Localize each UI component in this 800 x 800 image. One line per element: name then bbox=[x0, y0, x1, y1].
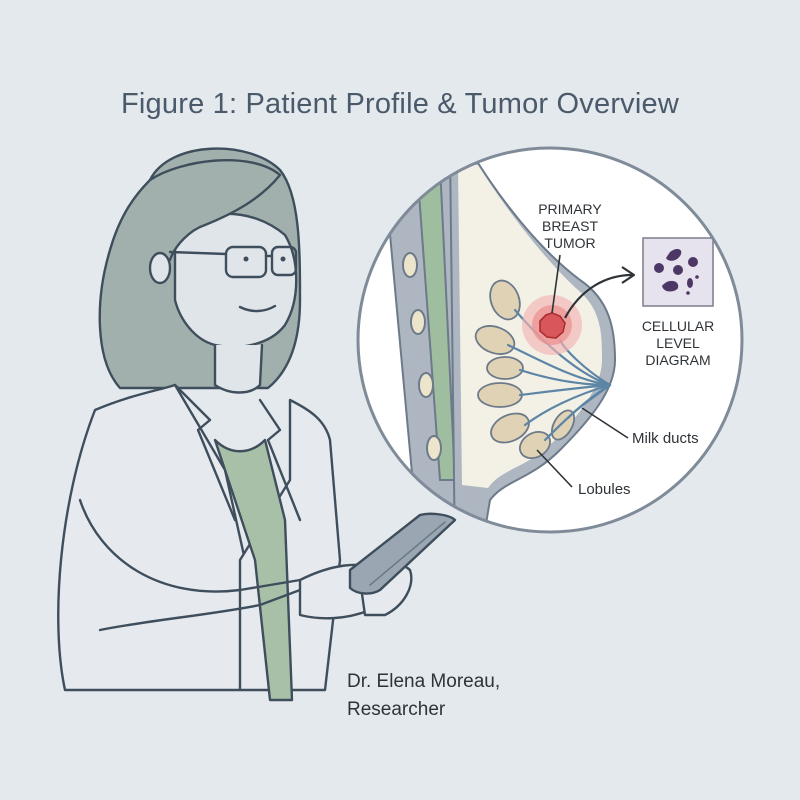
tumor-leader bbox=[551, 254, 561, 314]
tumor-label-line2: BREAST bbox=[541, 218, 598, 234]
shirt bbox=[213, 438, 294, 702]
lobules-label: Lobules bbox=[578, 481, 631, 498]
milk-ducts bbox=[506, 308, 612, 442]
cells-icon bbox=[654, 249, 699, 295]
researcher-caption: Dr. Elena Moreau, Researcher bbox=[347, 668, 500, 724]
ducts-leader bbox=[581, 407, 629, 439]
face bbox=[173, 212, 298, 348]
researcher-name: Dr. Elena Moreau, bbox=[347, 671, 501, 692]
cellular-label-line1: CELLULAR bbox=[641, 318, 715, 334]
tumor-icon bbox=[539, 312, 566, 339]
arm bbox=[78, 498, 302, 593]
tablet-icon bbox=[348, 512, 457, 595]
ducts-label: Milk ducts bbox=[632, 430, 699, 447]
tumor-label-line1: PRIMARY bbox=[538, 201, 602, 217]
glasses-icon bbox=[168, 245, 298, 279]
cellular-label-line2: LEVEL bbox=[656, 335, 700, 351]
researcher-role: Researcher bbox=[347, 699, 446, 720]
tumor-label-line3: TUMOR bbox=[544, 235, 596, 251]
arrow-icon bbox=[564, 273, 633, 319]
cellular-label-line3: DIAGRAM bbox=[645, 352, 711, 368]
researcher-illustration bbox=[57, 147, 457, 702]
lobules-leader bbox=[536, 449, 573, 488]
breast-cross-section-inset bbox=[356, 146, 744, 534]
tumor-label: PRIMARY BREAST TUMOR bbox=[520, 201, 620, 252]
lab-coat bbox=[57, 383, 247, 692]
figure-title: Figure 1: Patient Profile & Tumor Overvi… bbox=[121, 88, 679, 120]
cellular-label: CELLULAR LEVEL DIAGRAM bbox=[628, 318, 728, 369]
